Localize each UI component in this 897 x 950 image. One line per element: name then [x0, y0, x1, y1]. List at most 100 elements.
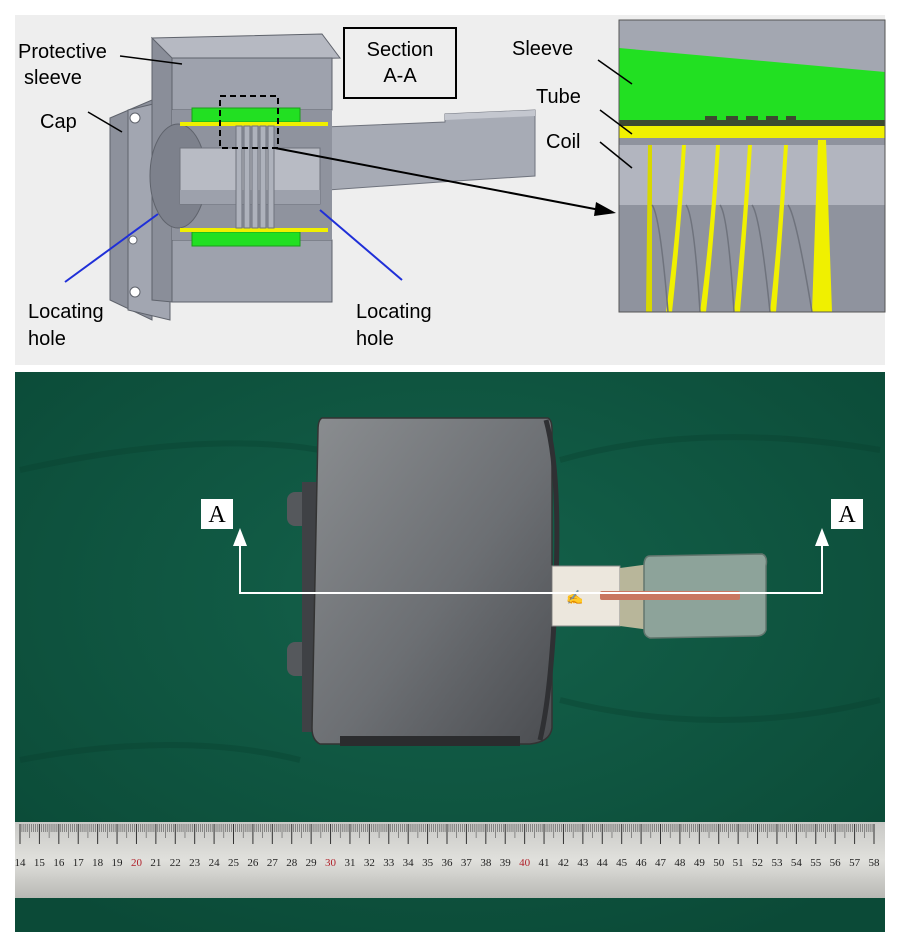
ruler-tick-label: 21	[150, 857, 161, 869]
label-detail-sleeve: Sleeve	[512, 38, 573, 60]
label-locating-hole-left-2: hole	[28, 328, 66, 350]
ruler-tick-label: 38	[480, 857, 492, 869]
section-diagram-panel: Protective sleeve Cap Section A-A Locati…	[15, 15, 886, 365]
detail-tube-bumps	[705, 116, 796, 122]
label-locating-hole-left-1: Locating	[28, 301, 104, 323]
ruler-tick-label: 31	[344, 857, 355, 869]
ruler-tick-label: 36	[442, 857, 454, 869]
label-cap: Cap	[40, 111, 77, 133]
detail-border	[618, 19, 886, 313]
ruler-tick-label: 49	[694, 857, 706, 869]
leader-detail-tube	[599, 109, 633, 135]
ruler-tick-label: 19	[112, 857, 124, 869]
section-cut-line	[233, 528, 829, 594]
ruler-tick-label: 18	[92, 857, 104, 869]
detail-coil-turns	[651, 204, 813, 313]
detail-yellow-tube	[619, 126, 885, 138]
green-sleeve-top	[191, 107, 301, 123]
label-protective-sleeve-2: sleeve	[24, 67, 82, 89]
leader-protective-sleeve	[119, 55, 183, 65]
ruler-tick-label: 52	[752, 857, 763, 869]
ruler-tick-label: 41	[539, 857, 550, 869]
section-arrow-left	[233, 528, 247, 546]
ruler-body	[15, 822, 885, 898]
green-sleeve-bottom	[191, 231, 301, 247]
ruler-tick-label: 48	[674, 857, 686, 869]
ruler-tick-label: 42	[558, 857, 569, 869]
cloth-folds	[19, 434, 881, 763]
leader-locating-hole-left	[64, 213, 159, 283]
detail-dark-tube-line	[619, 120, 885, 126]
section-arrow-right	[815, 528, 829, 546]
ruler-tick-label: 45	[616, 857, 628, 869]
label-detail-tube: Tube	[536, 86, 581, 108]
ruler-tick-label: 33	[383, 857, 395, 869]
tube-top	[180, 122, 328, 126]
sleeve-lower-block	[171, 239, 333, 303]
ruler-tick-label: 54	[791, 857, 803, 869]
ruler-tick-label: 26	[247, 857, 259, 869]
ruler-tick-label: 16	[53, 857, 65, 869]
ruler-tick-label: 56	[830, 857, 842, 869]
detail-green-sleeve	[619, 48, 885, 120]
coil-holder-photo: ✍	[551, 553, 768, 639]
ruler-tick-label: 53	[771, 857, 783, 869]
ruler-tick-label: 15	[34, 857, 46, 869]
label-detail-coil: Coil	[546, 131, 580, 153]
leader-cap	[87, 111, 123, 133]
detail-view	[618, 19, 886, 313]
ruler-tick-label: 29	[306, 857, 318, 869]
cap-hole-top	[129, 112, 141, 124]
cap-hole-bottom	[129, 286, 141, 298]
device-body	[311, 417, 553, 745]
leader-locating-hole-right	[319, 209, 403, 281]
sleeve-upper-block	[171, 57, 333, 111]
ruler-tick-label: 46	[636, 857, 648, 869]
ruler-tick-label: 39	[500, 857, 512, 869]
ruler-tick-label: 55	[810, 857, 822, 869]
ruler-tick-label: 30	[325, 857, 337, 869]
ruler-tick-label: 17	[73, 857, 85, 869]
section-marker-left: A	[208, 502, 226, 528]
ruler-tick-label: 44	[597, 857, 609, 869]
detail-box	[219, 95, 279, 149]
device-photo	[287, 417, 560, 746]
coil-arm-end	[445, 110, 535, 120]
ruler-tick-label: 43	[577, 857, 589, 869]
ruler-tick-label: 25	[228, 857, 240, 869]
detail-arrow-head	[594, 202, 616, 216]
detail-coil-upper	[619, 145, 885, 205]
label-protective-sleeve-1: Protective	[18, 41, 107, 63]
ruler-tick-label: 24	[209, 857, 221, 869]
section-marker-right-box	[831, 499, 863, 529]
section-marker-right: A	[838, 502, 856, 528]
ruler-tick-label: 40	[519, 857, 531, 869]
coil-rings	[235, 125, 275, 229]
label-section-aa: A-A	[383, 65, 417, 87]
ruler-tick-label: 35	[422, 857, 434, 869]
ruler-tick-label: 28	[286, 857, 298, 869]
label-locating-hole-right-1: Locating	[356, 301, 432, 323]
label-locating-hole-right-2: hole	[356, 328, 394, 350]
device-bottom-shadow	[340, 736, 520, 746]
ruler-tick-label: 14	[15, 857, 27, 869]
section-marker-left-box	[201, 499, 233, 529]
ruler-tick-label: 27	[267, 857, 279, 869]
ruler-tick-label: 32	[364, 857, 375, 869]
ruler-tick-label: 20	[131, 857, 143, 869]
ruler-tick-label: 51	[733, 857, 744, 869]
ruler-tick-marks	[19, 824, 875, 844]
leader-detail-coil	[599, 141, 633, 169]
cap-hole-mid	[128, 235, 138, 245]
detail-arrow-line	[274, 147, 601, 211]
ruler-tick-label: 58	[869, 857, 881, 869]
label-section: Section	[367, 39, 434, 61]
ruler-tick-label: 23	[189, 857, 201, 869]
leader-detail-sleeve	[597, 59, 633, 85]
tube-label-scribble: ✍	[566, 589, 583, 606]
ruler-tick-label: 37	[461, 857, 473, 869]
